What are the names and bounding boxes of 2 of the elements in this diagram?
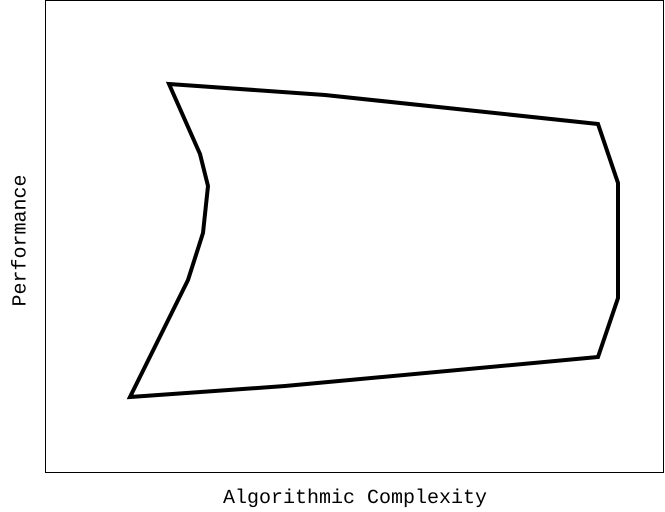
y-axis-label: Performance xyxy=(10,174,33,306)
x-axis-label: Algorithmic Complexity xyxy=(223,486,488,510)
